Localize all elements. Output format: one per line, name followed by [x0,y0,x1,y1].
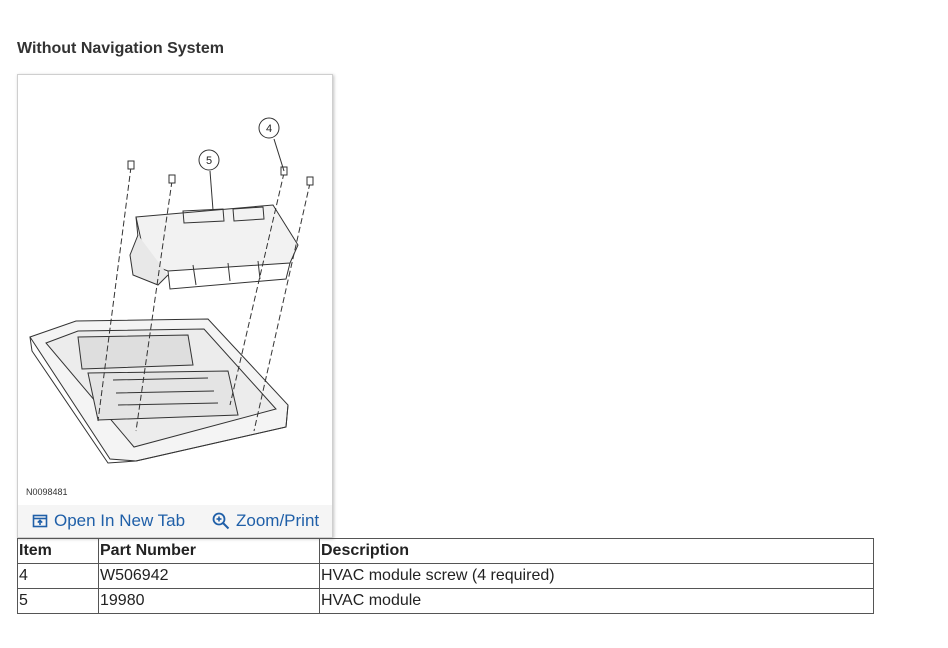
parts-table: Item Part Number Description 4 W506942 H… [17,538,874,614]
open-in-new-tab-label: Open In New Tab [54,511,186,530]
cell-description: HVAC module screw (4 required) [319,563,874,589]
table-header-row: Item Part Number Description [17,538,874,564]
callout-5-label: 5 [206,155,212,167]
open-in-new-tab-button[interactable]: Open In New Tab [32,511,185,531]
figure-actions: Open In New Tab Zoom/Print [18,505,332,537]
cell-item: 5 [17,588,99,614]
open-new-tab-icon [32,514,48,528]
figure: 5 4 N0098481 Open In New Tab Zoom/Print [17,74,333,538]
cell-part-number: 19980 [98,588,320,614]
hvac-module-illustration: 5 4 [29,117,314,464]
zoom-print-label: Zoom/Print [236,511,320,530]
zoom-in-icon [212,512,230,530]
section-title: Without Navigation System [17,40,224,57]
figure-id: N0098481 [26,487,68,497]
header-description: Description [319,538,874,564]
cell-item: 4 [17,563,99,589]
callout-4: 4 [258,117,280,139]
cell-description: HVAC module [319,588,874,614]
header-item: Item [17,538,99,564]
cell-part-number: W506942 [98,563,320,589]
callout-4-label: 4 [266,123,272,135]
zoom-print-button[interactable]: Zoom/Print [212,511,319,531]
callout-5: 5 [198,149,220,171]
table-row: 5 19980 HVAC module [17,588,874,614]
table-row: 4 W506942 HVAC module screw (4 required) [17,563,874,589]
header-part-number: Part Number [98,538,320,564]
